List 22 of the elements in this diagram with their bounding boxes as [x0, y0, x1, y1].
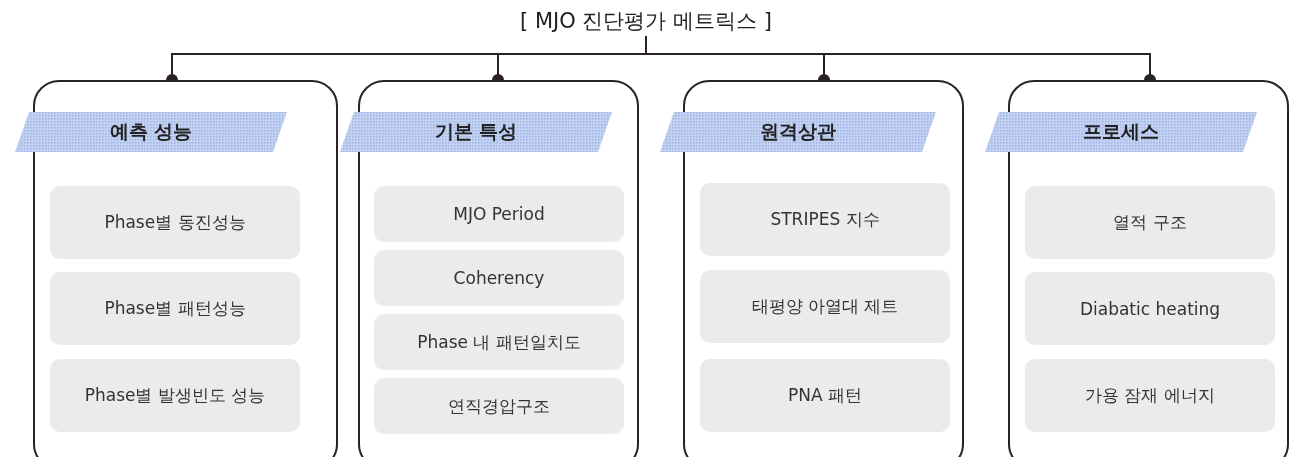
metric-item: Phase 내 패턴일치도 [374, 314, 624, 370]
category-heading: 프로세스 [1083, 119, 1159, 144]
metric-item: Diabatic heating [1025, 272, 1275, 345]
diagram-title: [ MJO 진단평가 메트릭스 ] [520, 6, 772, 36]
metric-item: Phase별 동진성능 [50, 186, 300, 259]
category-panel [358, 80, 639, 457]
metric-item: 연직경압구조 [374, 378, 624, 434]
category-heading: 원격상관 [760, 119, 836, 144]
metric-item: 태평양 아열대 제트 [700, 270, 950, 343]
category-panel [33, 80, 338, 457]
category-heading: 기본 특성 [434, 119, 518, 144]
category-heading: 예측 성능 [109, 119, 193, 144]
metric-item: Phase별 발생빈도 성능 [50, 359, 300, 432]
metric-item: Coherency [374, 250, 624, 306]
metric-item: 열적 구조 [1025, 186, 1275, 259]
metric-item: Phase별 패턴성능 [50, 272, 300, 345]
category-panel [1008, 80, 1289, 457]
metric-item: PNA 패턴 [700, 359, 950, 432]
metric-item: 가용 잠재 에너지 [1025, 359, 1275, 432]
metric-item: MJO Period [374, 186, 624, 242]
metric-item: STRIPES 지수 [700, 183, 950, 256]
category-panel [683, 80, 964, 457]
